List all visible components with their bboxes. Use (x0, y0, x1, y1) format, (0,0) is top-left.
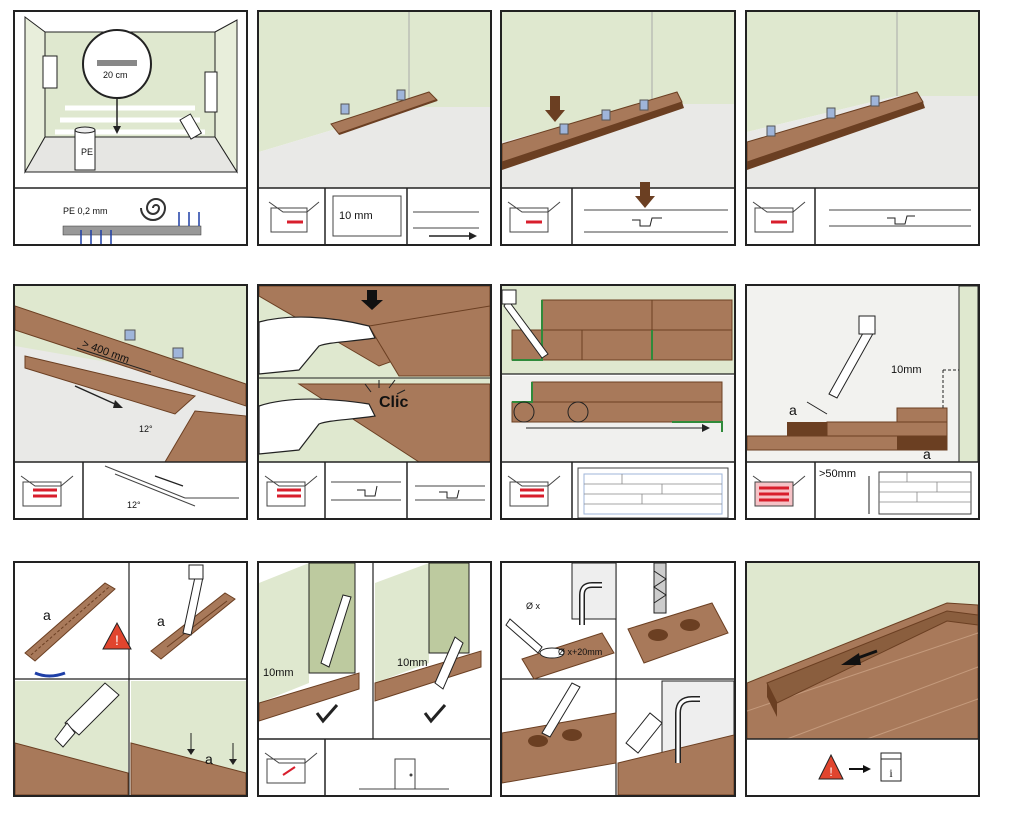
step-5-panel: > 400 mm 12° 12° (13, 284, 248, 520)
svg-text:i: i (889, 766, 893, 780)
step-8-panel: 10mm a a >50mm (745, 284, 980, 520)
svg-text:!: ! (115, 632, 119, 648)
step-3-panel (500, 10, 736, 246)
saw-icon (828, 315, 876, 399)
saw-icon (502, 289, 549, 359)
svg-text:!: ! (829, 765, 832, 779)
step-4-panel (745, 10, 980, 246)
step-6-illustration (259, 286, 490, 518)
step-2-panel: 10 mm (257, 10, 492, 246)
glue-bottle-icon (625, 712, 663, 754)
saw-icon (182, 564, 204, 636)
arrow-down-icon (545, 96, 565, 122)
warning-triangle-icon: ! (102, 621, 132, 650)
step-10-panel: 10mm 10mm (257, 561, 492, 797)
checkmark-icon (423, 704, 447, 724)
a-right-label: a (923, 446, 931, 462)
step-4-illustration (747, 12, 978, 244)
warning-triangle-icon: ! (818, 753, 844, 780)
diameter-x-label: Ø x (526, 601, 541, 611)
step-9-illustration: ! (15, 563, 246, 795)
step-5-illustration (15, 286, 246, 518)
step-11-illustration (502, 563, 734, 795)
step-2-illustration (259, 12, 490, 244)
step-7-panel (500, 284, 736, 520)
step-1-panel: 20 cm PE PE 0,2 mm (13, 10, 248, 246)
gap-left-label: 10mm (263, 667, 294, 679)
glue-bottle-icon (54, 682, 120, 748)
step-6-panel: Clic (257, 284, 492, 520)
checkmark-icon (315, 704, 339, 724)
a-top-right-label: a (157, 613, 165, 629)
diameter-x20-label: Ø x+20mm (558, 647, 603, 657)
arrow-left-icon (841, 649, 878, 665)
clic-label: Clic (379, 394, 409, 411)
a-bottom-label: a (205, 751, 213, 767)
step-7-illustration (502, 286, 734, 518)
saw-icon (541, 682, 581, 738)
min-distance-label: >50mm (819, 468, 856, 480)
step-10-illustration (259, 563, 490, 795)
arrow-down-icon (361, 290, 383, 310)
step-9-panel: ! a a a (13, 561, 248, 797)
saw-icon (320, 594, 352, 668)
gap-label: 10mm (891, 364, 922, 376)
step-12-panel: ! i (745, 561, 980, 797)
step-1-illustration (15, 12, 246, 244)
angle-label: 12° (139, 424, 153, 434)
saw-icon (434, 636, 464, 690)
drill-bit-icon (653, 563, 667, 614)
gap-label: 10 mm (339, 210, 373, 222)
step-12-illustration: ! i (747, 563, 978, 782)
info-document-icon: i (880, 752, 902, 782)
step-11-panel: Ø x Ø x+20mm (500, 561, 736, 797)
a-left-label: a (789, 402, 797, 418)
step-3-illustration (502, 12, 734, 244)
roll-label: PE (81, 147, 94, 157)
angle-detail-label: 12° (127, 500, 141, 510)
zoom-label: 20 cm (103, 70, 128, 80)
a-top-left-label: a (43, 607, 51, 623)
door-icon (394, 758, 416, 790)
gap-right-label: 10mm (397, 657, 428, 669)
saw-icon (505, 618, 543, 654)
step-8-illustration (747, 286, 978, 518)
film-label: PE 0,2 mm (63, 206, 108, 216)
